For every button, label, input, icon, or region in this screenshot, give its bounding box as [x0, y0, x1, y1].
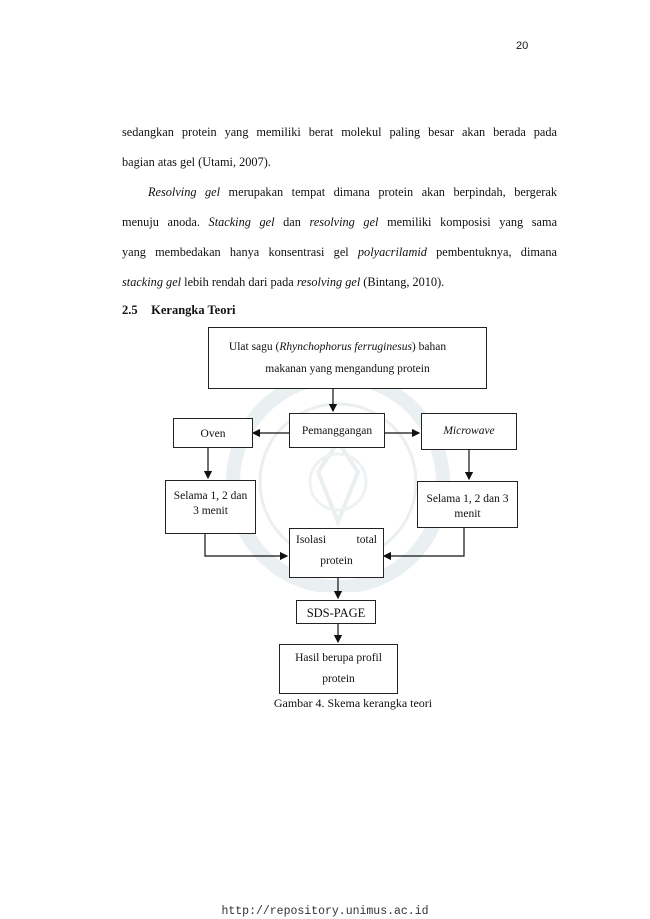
section-title: Kerangka Teori: [151, 303, 236, 317]
text-line: Resolving gel merupakan tempat dimana pr…: [148, 185, 557, 199]
section-heading: 2.5 Kerangka Teori: [122, 303, 236, 318]
node-raw-material: Ulat sagu (Rhynchophorus ferruginesus) b…: [208, 327, 487, 389]
node-text-line: makanan yang mengandung protein: [265, 362, 430, 375]
node-result: Hasil berupa profil protein: [279, 644, 398, 694]
figure-caption: Gambar 4. Skema kerangka teori: [273, 696, 433, 710]
text-line: bagian atas gel (Utami, 2007).: [122, 155, 271, 169]
text-line: menuju anoda. Stacking gel dan resolving…: [122, 215, 558, 229]
node-oven: Oven: [173, 418, 253, 448]
node-microwave: Microwave: [421, 413, 517, 450]
text-line: yang membedakan hanya konsentrasi gel po…: [122, 245, 557, 259]
node-text-line: Ulat sagu (Rhynchophorus ferruginesus) b…: [228, 341, 447, 353]
arrow-left-time-to-isolation: [204, 534, 289, 561]
paragraph-2: Resolving gel merupakan tempat dimana pr…: [122, 177, 557, 297]
section-number: 2.5: [122, 303, 138, 317]
node-microwave-duration: Selama 1, 2 dan 3 menit: [417, 481, 518, 528]
node-oven-duration: Selama 1, 2 dan 3 menit: [165, 480, 256, 534]
text-line: stacking gel lebih rendah dari pada reso…: [122, 275, 445, 289]
footer-url: http://repository.unimus.ac.id: [221, 905, 429, 918]
arrow-right-time-to-isolation: [382, 528, 465, 561]
node-roasting: Pemanggangan: [289, 413, 385, 448]
paragraph-1: sedangkan protein yang memiliki berat mo…: [122, 117, 557, 177]
text-line: sedangkan protein yang memiliki berat mo…: [122, 125, 557, 139]
node-sds-page: SDS-PAGE: [296, 600, 376, 624]
page-number: 20: [516, 40, 529, 52]
node-protein-isolation: Isolasi total protein: [289, 528, 384, 578]
